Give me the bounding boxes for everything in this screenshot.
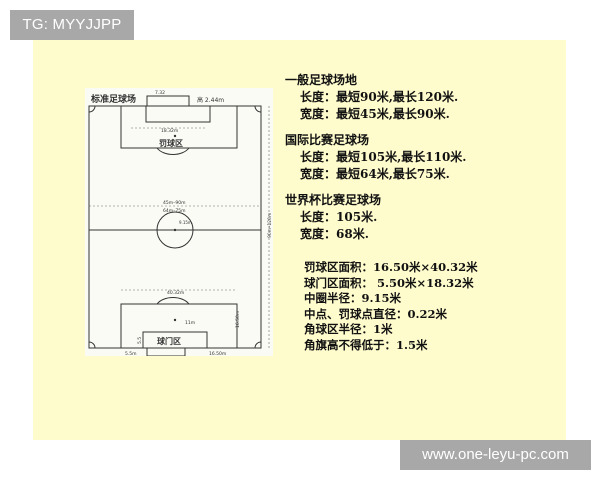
diagram-title: 标准足球场 — [90, 93, 136, 105]
field-dimensions-text: 一般足球场地 长度：最短90米,最长120米. 宽度：最短45米,最长90米. … — [285, 72, 545, 243]
section-general: 一般足球场地 长度：最短90米,最长120米. 宽度：最短45米,最长90米. — [285, 72, 545, 123]
spec-corner-flag: 角旗高不得低于：1.5米 — [304, 337, 428, 352]
penalty-area-label: 罚球区 — [159, 138, 183, 148]
section-title: 国际比赛足球场 — [285, 133, 370, 147]
spec-corner-arc: 角球区半径：1米 — [304, 322, 393, 336]
bottom-penalty-arc — [156, 296, 190, 305]
section-title: 一般足球场地 — [285, 73, 358, 87]
section-world-cup: 世界杯比赛足球场 长度：105米. 宽度：68米. — [285, 192, 545, 243]
section-title: 世界杯比赛足球场 — [285, 193, 382, 207]
spec-spot-diameter: 中点、罚球点直径：0.22米 — [304, 306, 448, 321]
length-line: 长度：最短90米,最长120米. — [300, 90, 459, 104]
top-goal — [146, 95, 190, 107]
spec-penalty-area: 罚球区面积：16.50米×40.32米 — [304, 260, 478, 274]
svg-text:64m–75m: 64m–75m — [163, 208, 185, 214]
center-circle — [156, 211, 194, 249]
svg-text:7.32: 7.32 — [155, 90, 165, 96]
goal-area-label: 球门区 — [157, 336, 181, 346]
field-drawing: 标准足球场 7.32 高 2.44m 18.32m 罚球区 45m–90m 64… — [88, 90, 273, 356]
svg-text:90m–120m: 90m–120m — [267, 213, 273, 238]
svg-text:高 2.44m: 高 2.44m — [197, 96, 224, 104]
bottom-goal — [146, 347, 186, 356]
width-line: 宽度：68米. — [300, 227, 369, 241]
tg-badge: TG: MYYJJPP — [10, 10, 134, 40]
svg-text:18.32m: 18.32m — [161, 128, 178, 134]
svg-text:45m–90m: 45m–90m — [163, 200, 185, 206]
top-penalty-area — [120, 105, 238, 149]
length-line: 长度：最短105米,最长110米. — [300, 150, 467, 164]
section-international: 国际比赛足球场 长度：最短105米,最长110米. 宽度：最短64米,最长75米… — [285, 132, 545, 183]
width-line: 宽度：最短64米,最长75米. — [300, 167, 450, 181]
svg-text:16.50m: 16.50m — [235, 311, 241, 328]
length-line: 长度：105米. — [300, 210, 378, 224]
svg-text:5.5m: 5.5m — [125, 351, 137, 356]
top-goal-area — [145, 105, 211, 123]
spec-center-circle: 中圈半径：9.15米 — [304, 291, 402, 305]
svg-text:16.50m: 16.50m — [209, 351, 226, 356]
svg-text:11m: 11m — [185, 320, 195, 326]
svg-text:9.15m: 9.15m — [179, 220, 192, 225]
svg-text:5.5: 5.5 — [137, 337, 143, 344]
svg-text:40.32m: 40.32m — [167, 290, 184, 296]
watermark-url: www.one-leyu-pc.com — [400, 440, 591, 470]
spec-list: 罚球区面积：16.50米×40.32米 球门区面积： 5.50米×18.32米 … — [304, 260, 478, 353]
top-penalty-arc — [156, 147, 190, 156]
spec-goal-area: 球门区面积： 5.50米×18.32米 — [304, 275, 474, 290]
width-line: 宽度：最短45米,最长90米. — [300, 107, 450, 121]
football-field-diagram: 标准足球场 7.32 高 2.44m 18.32m 罚球区 45m–90m 64… — [85, 88, 273, 356]
